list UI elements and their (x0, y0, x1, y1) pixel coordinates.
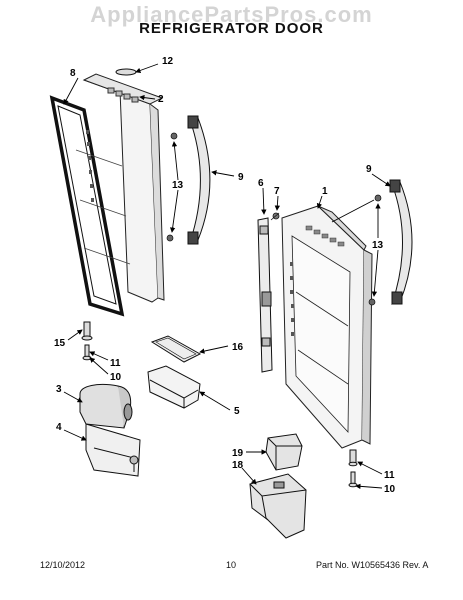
callout-7: 7 (274, 186, 280, 197)
leader-lines (63, 63, 391, 490)
footer-part-number: Part No. W10565436 Rev. A (316, 560, 429, 570)
callout-3: 3 (56, 384, 62, 395)
right-hinge-hardware (348, 449, 358, 488)
callout-16: 16 (232, 342, 244, 353)
left-hinge-hardware (81, 321, 93, 361)
bin-lid (150, 335, 202, 363)
callout-10-left: 10 (110, 372, 122, 383)
right-handle-screws (368, 194, 382, 306)
callout-2: 2 (158, 94, 164, 105)
footer-date: 12/10/2012 (40, 560, 86, 570)
door-bin-left (85, 423, 141, 477)
ice-bin-cup (265, 433, 303, 471)
left-door-handle (187, 115, 211, 245)
footer-page-number: 10 (226, 560, 237, 570)
callout-11-right: 11 (384, 470, 395, 481)
callout-13-left: 13 (172, 180, 184, 191)
page-title: REFRIGERATOR DOOR (139, 20, 324, 37)
mullion-screw (270, 212, 280, 221)
callout-1: 1 (322, 186, 328, 197)
center-mullion (257, 217, 273, 373)
callout-5: 5 (234, 406, 240, 417)
left-door-inner-shelves (75, 130, 131, 265)
callout-18: 18 (232, 460, 244, 471)
left-door-top-cap-insert (115, 68, 137, 76)
door-bin-center (147, 365, 201, 409)
callout-8: 8 (70, 68, 76, 79)
callout-13-right: 13 (372, 240, 384, 251)
callout-9-left: 9 (238, 172, 244, 183)
callout-12: 12 (162, 56, 174, 67)
ice-chute-housing (249, 473, 307, 539)
watermark: AppliancePartsPros.com (90, 2, 373, 27)
right-door-handle (389, 179, 413, 305)
callout-10-right: 10 (384, 484, 396, 495)
left-door-gasket (49, 95, 125, 317)
callout-11-left: 11 (110, 358, 121, 369)
left-handle-screws (166, 132, 178, 242)
dispenser-cover (79, 383, 133, 429)
callout-15: 15 (54, 338, 66, 349)
left-door-liner (82, 73, 165, 303)
callout-19: 19 (232, 448, 244, 459)
right-door (281, 205, 373, 449)
callout-4: 4 (56, 422, 62, 433)
callout-9-right: 9 (366, 164, 372, 175)
callout-6: 6 (258, 178, 264, 189)
callout-labels: 1 2 3 4 5 6 7 8 9 9 10 10 11 11 12 13 13… (54, 56, 396, 495)
